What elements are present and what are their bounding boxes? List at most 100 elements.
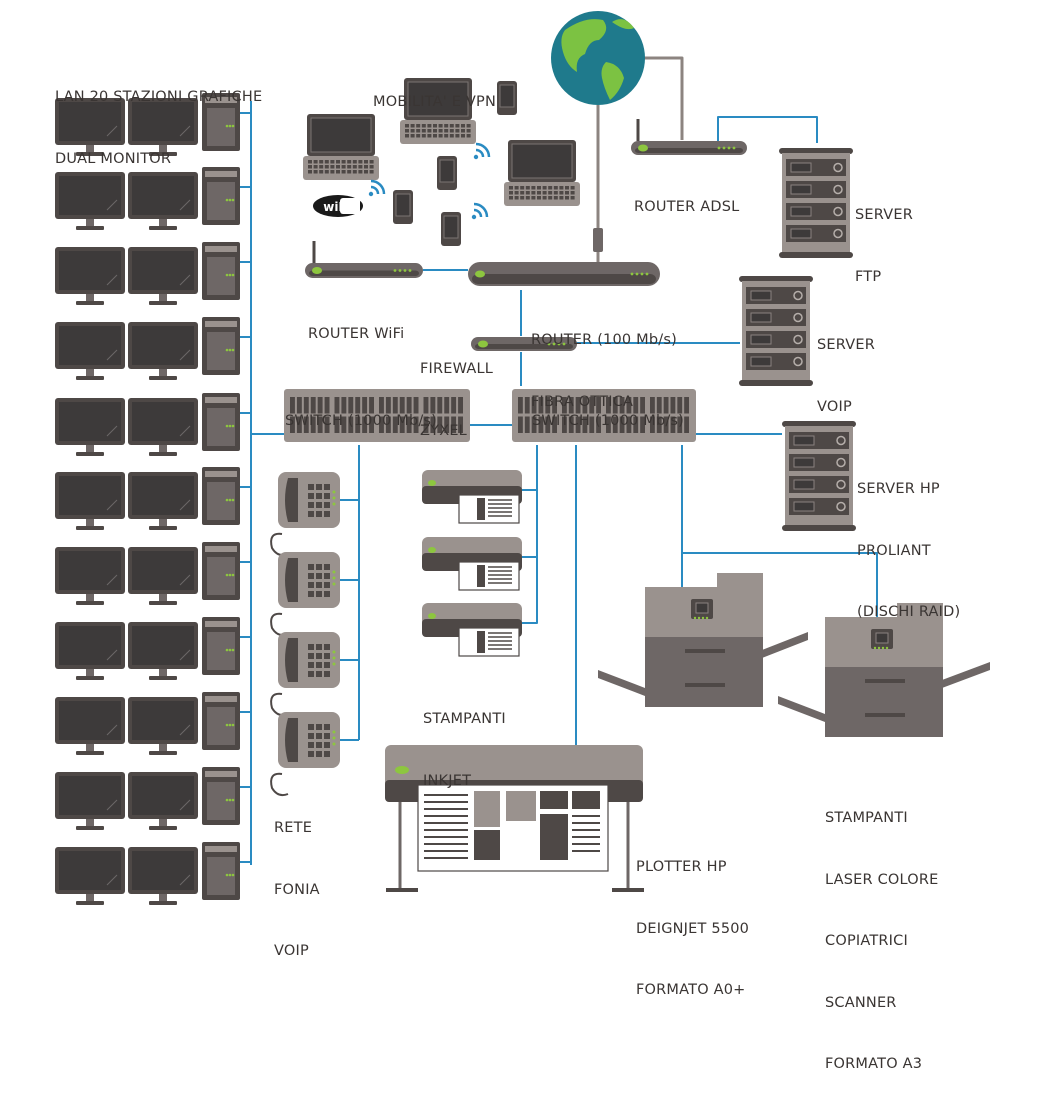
laptop-2-key [347,170,352,174]
pc-8-monitor-right-foot [149,676,177,680]
laptop-2-key [364,165,368,169]
voip-phone-1-key [316,502,322,508]
laser-printer-2-unit-led [877,646,881,650]
pc-3-tower-led-2 [228,273,232,277]
pc-3-monitor-right-glare [179,274,191,286]
switch-left-port [413,397,419,414]
voip-phone-1-led-3 [332,502,336,506]
server-ftp-bottom [779,252,853,258]
link-laser-bus [681,445,878,618]
laptop-2-key [336,170,340,174]
voip-phone-1-handset [285,478,298,522]
voip-phone-1-key [308,484,314,490]
pc-1-monitor-right-glare [179,125,191,137]
switch-right-port [670,397,676,414]
plotter-paper-block-4 [540,791,568,809]
laptop-1-key [427,124,432,128]
voip-phone-3-key [308,644,314,650]
laptop-3-key [553,186,558,190]
switch-left-port [413,416,419,433]
voip-phone-1-cord [270,532,289,557]
pc-3-monitor-left-neck [86,294,94,301]
server-hp-proliant-unit-1-button [836,435,846,446]
label-mobility: MOBILITA' E VPN [373,51,496,133]
server-ftp-unit-1-button [833,162,843,173]
pc-10-tower-bay [205,771,237,777]
pc-3-monitor-left-screen [59,251,121,290]
server-ftp [779,148,853,258]
voip-phone-3 [270,632,340,717]
laptop-3-key [542,186,547,190]
label-laser-line-2: LASER COLORE [825,871,939,888]
label-server-ftp-line-1: SERVER [855,207,914,223]
voip-phone-4-led-3 [332,742,336,746]
voip-phone-2-key [316,573,322,579]
pc-5-tower-led-1 [225,424,229,428]
laptop-1-screen [407,81,469,117]
label-mobility-line-1: MOBILITA' E VPN [373,94,497,110]
pc-8-monitor-right-screen [132,626,194,665]
switch-right-port [650,397,655,414]
laptop-1-key [461,129,465,133]
laptop-1-key [433,124,437,128]
switch-right-port [626,416,632,433]
switch-right-port [606,397,611,414]
pc-11-tower-led-2 [228,873,232,877]
laptop-3-key [520,196,525,200]
network-devices: wiFi [55,11,990,905]
pc-7-monitor-left-glare [106,574,118,586]
voip-phone-2-led-2 [332,576,336,580]
label-router-wifi-line-1: ROUTER WiFi [308,326,405,342]
voip-phone-3-key [308,671,314,677]
laser-printer-2-unit-drawer-1 [865,679,905,683]
label-server-voip-line-1: SERVER [817,337,876,353]
laptop-1-key [438,134,443,138]
pc-1-monitor-right [128,98,198,156]
switch-left-port [317,397,323,414]
switch-left-port [437,416,443,433]
pc-1-tower-led-3 [231,124,235,128]
pc-6-tower-led-2 [228,498,232,502]
server-voip-unit-3-button [793,334,803,345]
laptop-1-key [427,134,432,138]
laptop-2-screen [310,117,372,153]
switch-right-port [538,397,544,414]
pc-8-tower-led-2 [228,648,232,652]
inkjet-printer-2-paper-block [477,565,485,587]
laptop-2-key [341,165,346,169]
label-router-fiber-line-1: ROUTER (100 Mb/s) [531,332,677,348]
laptop-1-key [421,134,426,138]
laptop-2-key [358,170,363,174]
wifi-signal-1-icon-dot [473,154,479,160]
voip-phone-2-key [324,591,330,597]
pc-3-tower-led-3 [231,273,235,277]
voip-phone-2-key [308,573,314,579]
switch-left-port [317,416,323,433]
pc-9-monitor-left-foot [76,751,104,755]
label-server-hp-line-2: PROLIANT [857,542,931,559]
pc-10-monitor-left-neck [86,819,94,826]
label-server-ftp: SERVER FTP [855,164,913,308]
server-ftp-unit-3-button [833,206,843,217]
switch-left-port [334,416,340,433]
pc-11-monitor-left-screen [59,851,121,890]
pc-11-monitor-right-screen [132,851,194,890]
laptop-3-key [514,186,519,190]
label-plotter: PLOTTER HP DEIGNJET 5500 FORMATO A0+ [636,816,749,1021]
laptop-3-key [514,191,519,195]
label-workstations-line-1: LAN 20 STAZIONI GRAFICHE [55,89,263,105]
label-server-voip: SERVER VOIP [817,294,875,438]
voip-phone-2-key [308,591,314,597]
pc-9-tower-led-1 [225,723,229,727]
voip-phone-3-key [316,644,322,650]
label-switch-right: SWITCH (1000 Mb/s) [532,370,684,452]
switch-left-port [290,397,295,414]
pc-6-monitor-left-neck [86,519,94,526]
router-fiber-base [472,274,656,284]
laptop-2-key [341,170,346,174]
voip-phone-3-key [316,671,322,677]
laptop-3-screen [511,143,573,179]
switch-left-port [385,416,391,433]
switch-right-port [568,397,574,414]
voip-phone-1-key [316,493,322,499]
